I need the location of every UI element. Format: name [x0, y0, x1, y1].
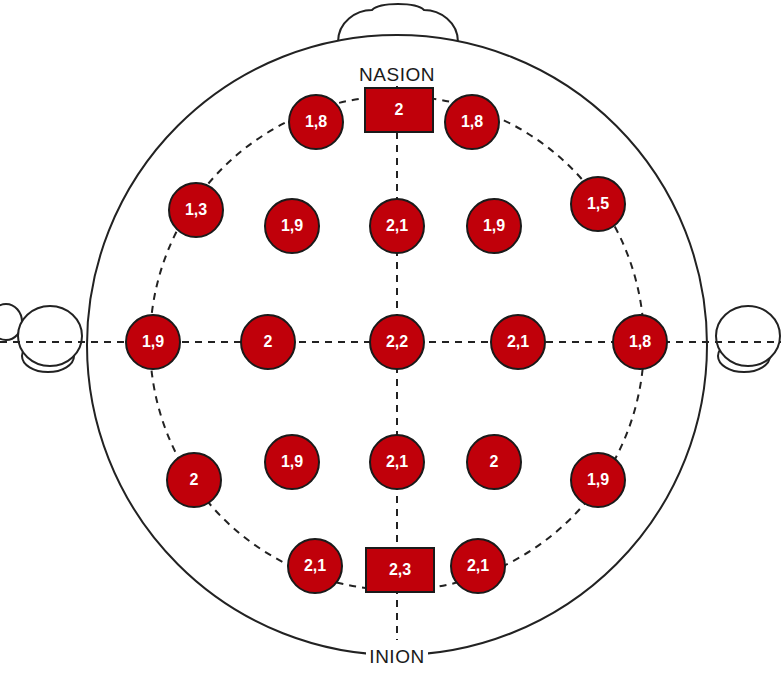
electrode-fill [613, 315, 667, 369]
electrode-fill [289, 95, 343, 149]
landmark-label: NASION [356, 64, 438, 86]
electrode-value: 1,8 [629, 333, 651, 351]
electrode-fill [167, 453, 221, 507]
electrode-value: 2,1 [386, 453, 408, 471]
electrode-value: 2,1 [386, 217, 408, 235]
electrode-fill [265, 435, 319, 489]
electrode-circle: 1,9 [264, 434, 320, 490]
electrode-value: 1,9 [483, 217, 505, 235]
electrode-value: 2,3 [389, 561, 411, 579]
electrode-fill [491, 315, 545, 369]
electrode-fill [451, 539, 505, 593]
head [87, 35, 707, 655]
electrode-fill [241, 315, 295, 369]
electrode-circle: 2 [466, 434, 522, 490]
electrode-circle: 2,2 [369, 314, 425, 370]
electrode-circle: 1,9 [466, 198, 522, 254]
electrode-circle: 1,9 [264, 198, 320, 254]
electrode-circle: 2 [166, 452, 222, 508]
electrode-fill [126, 315, 180, 369]
electrode-square: 2,3 [365, 547, 435, 593]
electrode-fill [370, 315, 424, 369]
electrode-fill [571, 453, 625, 507]
electrode-circle: 1,8 [444, 94, 500, 150]
electrode-fill [467, 435, 521, 489]
electrode-circle: 2,1 [450, 538, 506, 594]
electrode-value: 2,1 [304, 557, 326, 575]
electrode-fill [365, 88, 433, 132]
electrode-value: 2 [490, 453, 499, 471]
landmark-label: INION [366, 646, 427, 668]
electrode-circle: 2,1 [369, 434, 425, 490]
electrode-circle: 1,5 [570, 176, 626, 232]
electrode-fill [169, 183, 223, 237]
electrode-fill [571, 177, 625, 231]
electrode-value: 1,9 [281, 217, 303, 235]
electrode-value: 1,5 [587, 195, 609, 213]
electrode-circle: 1,8 [288, 94, 344, 150]
electrode-value: 2 [190, 471, 199, 489]
electrode-fill [467, 199, 521, 253]
electrode-value: 1,9 [142, 333, 164, 351]
electrode-circle: 2 [240, 314, 296, 370]
electrode-circle: 2,1 [287, 538, 343, 594]
electrode-fill [445, 95, 499, 149]
electrode-value: 2,2 [386, 333, 408, 351]
electrode-value: 1,9 [587, 471, 609, 489]
electrode-value: 2 [264, 333, 273, 351]
electrode-square: 2 [364, 87, 434, 133]
electrode-value: 1,3 [185, 201, 207, 219]
electrode-fill [288, 539, 342, 593]
electrode-circle: 1,9 [125, 314, 181, 370]
ear [716, 306, 780, 366]
electrode-value: 2 [395, 101, 404, 119]
electrode-circle: 1,9 [570, 452, 626, 508]
electrode-circle: 1,3 [168, 182, 224, 238]
electrode-fill [265, 199, 319, 253]
electrode-fill [366, 548, 434, 592]
electrode-value: 2,1 [467, 557, 489, 575]
electrode-fill [370, 435, 424, 489]
electrode-value: 1,9 [281, 453, 303, 471]
ear [18, 306, 82, 366]
electrode-circle: 2,1 [490, 314, 546, 370]
electrode-value: 1,8 [305, 113, 327, 131]
electrode-value: 2,1 [507, 333, 529, 351]
electrode-circle: 1,8 [612, 314, 668, 370]
electrode-fill [370, 199, 424, 253]
electrode-circle: 2,1 [369, 198, 425, 254]
electrode-value: 1,8 [461, 113, 483, 131]
